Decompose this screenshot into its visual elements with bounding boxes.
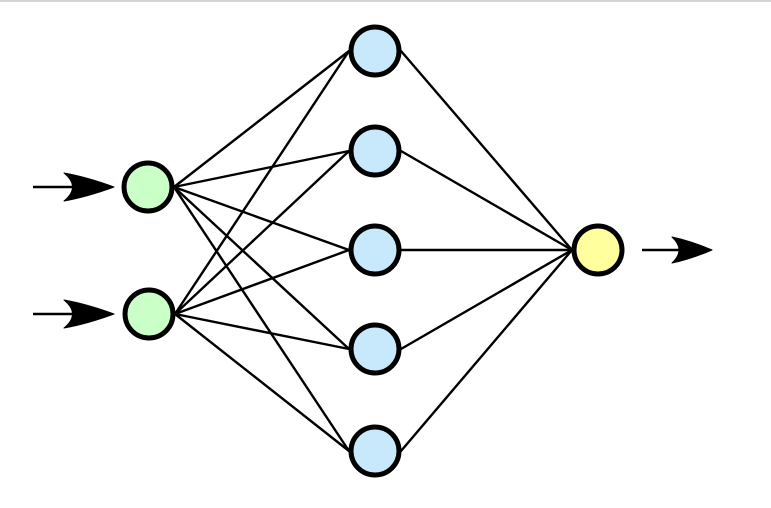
edge-input-node-2-to-hidden-node-3	[173, 248, 351, 316]
edge-input-node-2-to-hidden-node-5	[173, 312, 351, 453]
edge-input-node-2-to-hidden-node-4	[173, 312, 351, 351]
edge-input-node-1-to-hidden-node-3	[172, 185, 351, 252]
edge-hidden-node-2-to-output-node-1	[399, 149, 574, 252]
edge-input-node-1-to-hidden-node-1	[172, 49, 351, 189]
input-arrow-2-head	[63, 299, 115, 329]
edge-input-node-1-to-hidden-node-5	[172, 185, 351, 453]
hidden-node-5	[348, 424, 402, 478]
input-node-1	[121, 160, 175, 214]
edge-input-node-2-to-hidden-node-2	[173, 149, 351, 316]
output-arrow-head	[671, 236, 713, 264]
hidden-node-1	[348, 24, 402, 78]
edge-hidden-node-5-to-output-node-1	[399, 248, 574, 453]
output-node-1	[571, 223, 625, 277]
edge-hidden-node-4-to-output-node-1	[399, 248, 574, 351]
input-arrow-1-head	[63, 172, 115, 202]
input-node-2	[122, 287, 176, 341]
window-top-border	[0, 0, 771, 2]
edge-hidden-node-1-to-output-node-1	[399, 49, 574, 252]
edge-input-node-2-to-hidden-node-1	[173, 49, 351, 316]
hidden-node-4	[348, 322, 402, 376]
hidden-node-2	[348, 124, 402, 178]
edge-input-node-1-to-hidden-node-2	[172, 149, 351, 189]
edge-input-node-1-to-hidden-node-4	[172, 185, 351, 351]
hidden-node-3	[348, 223, 402, 277]
